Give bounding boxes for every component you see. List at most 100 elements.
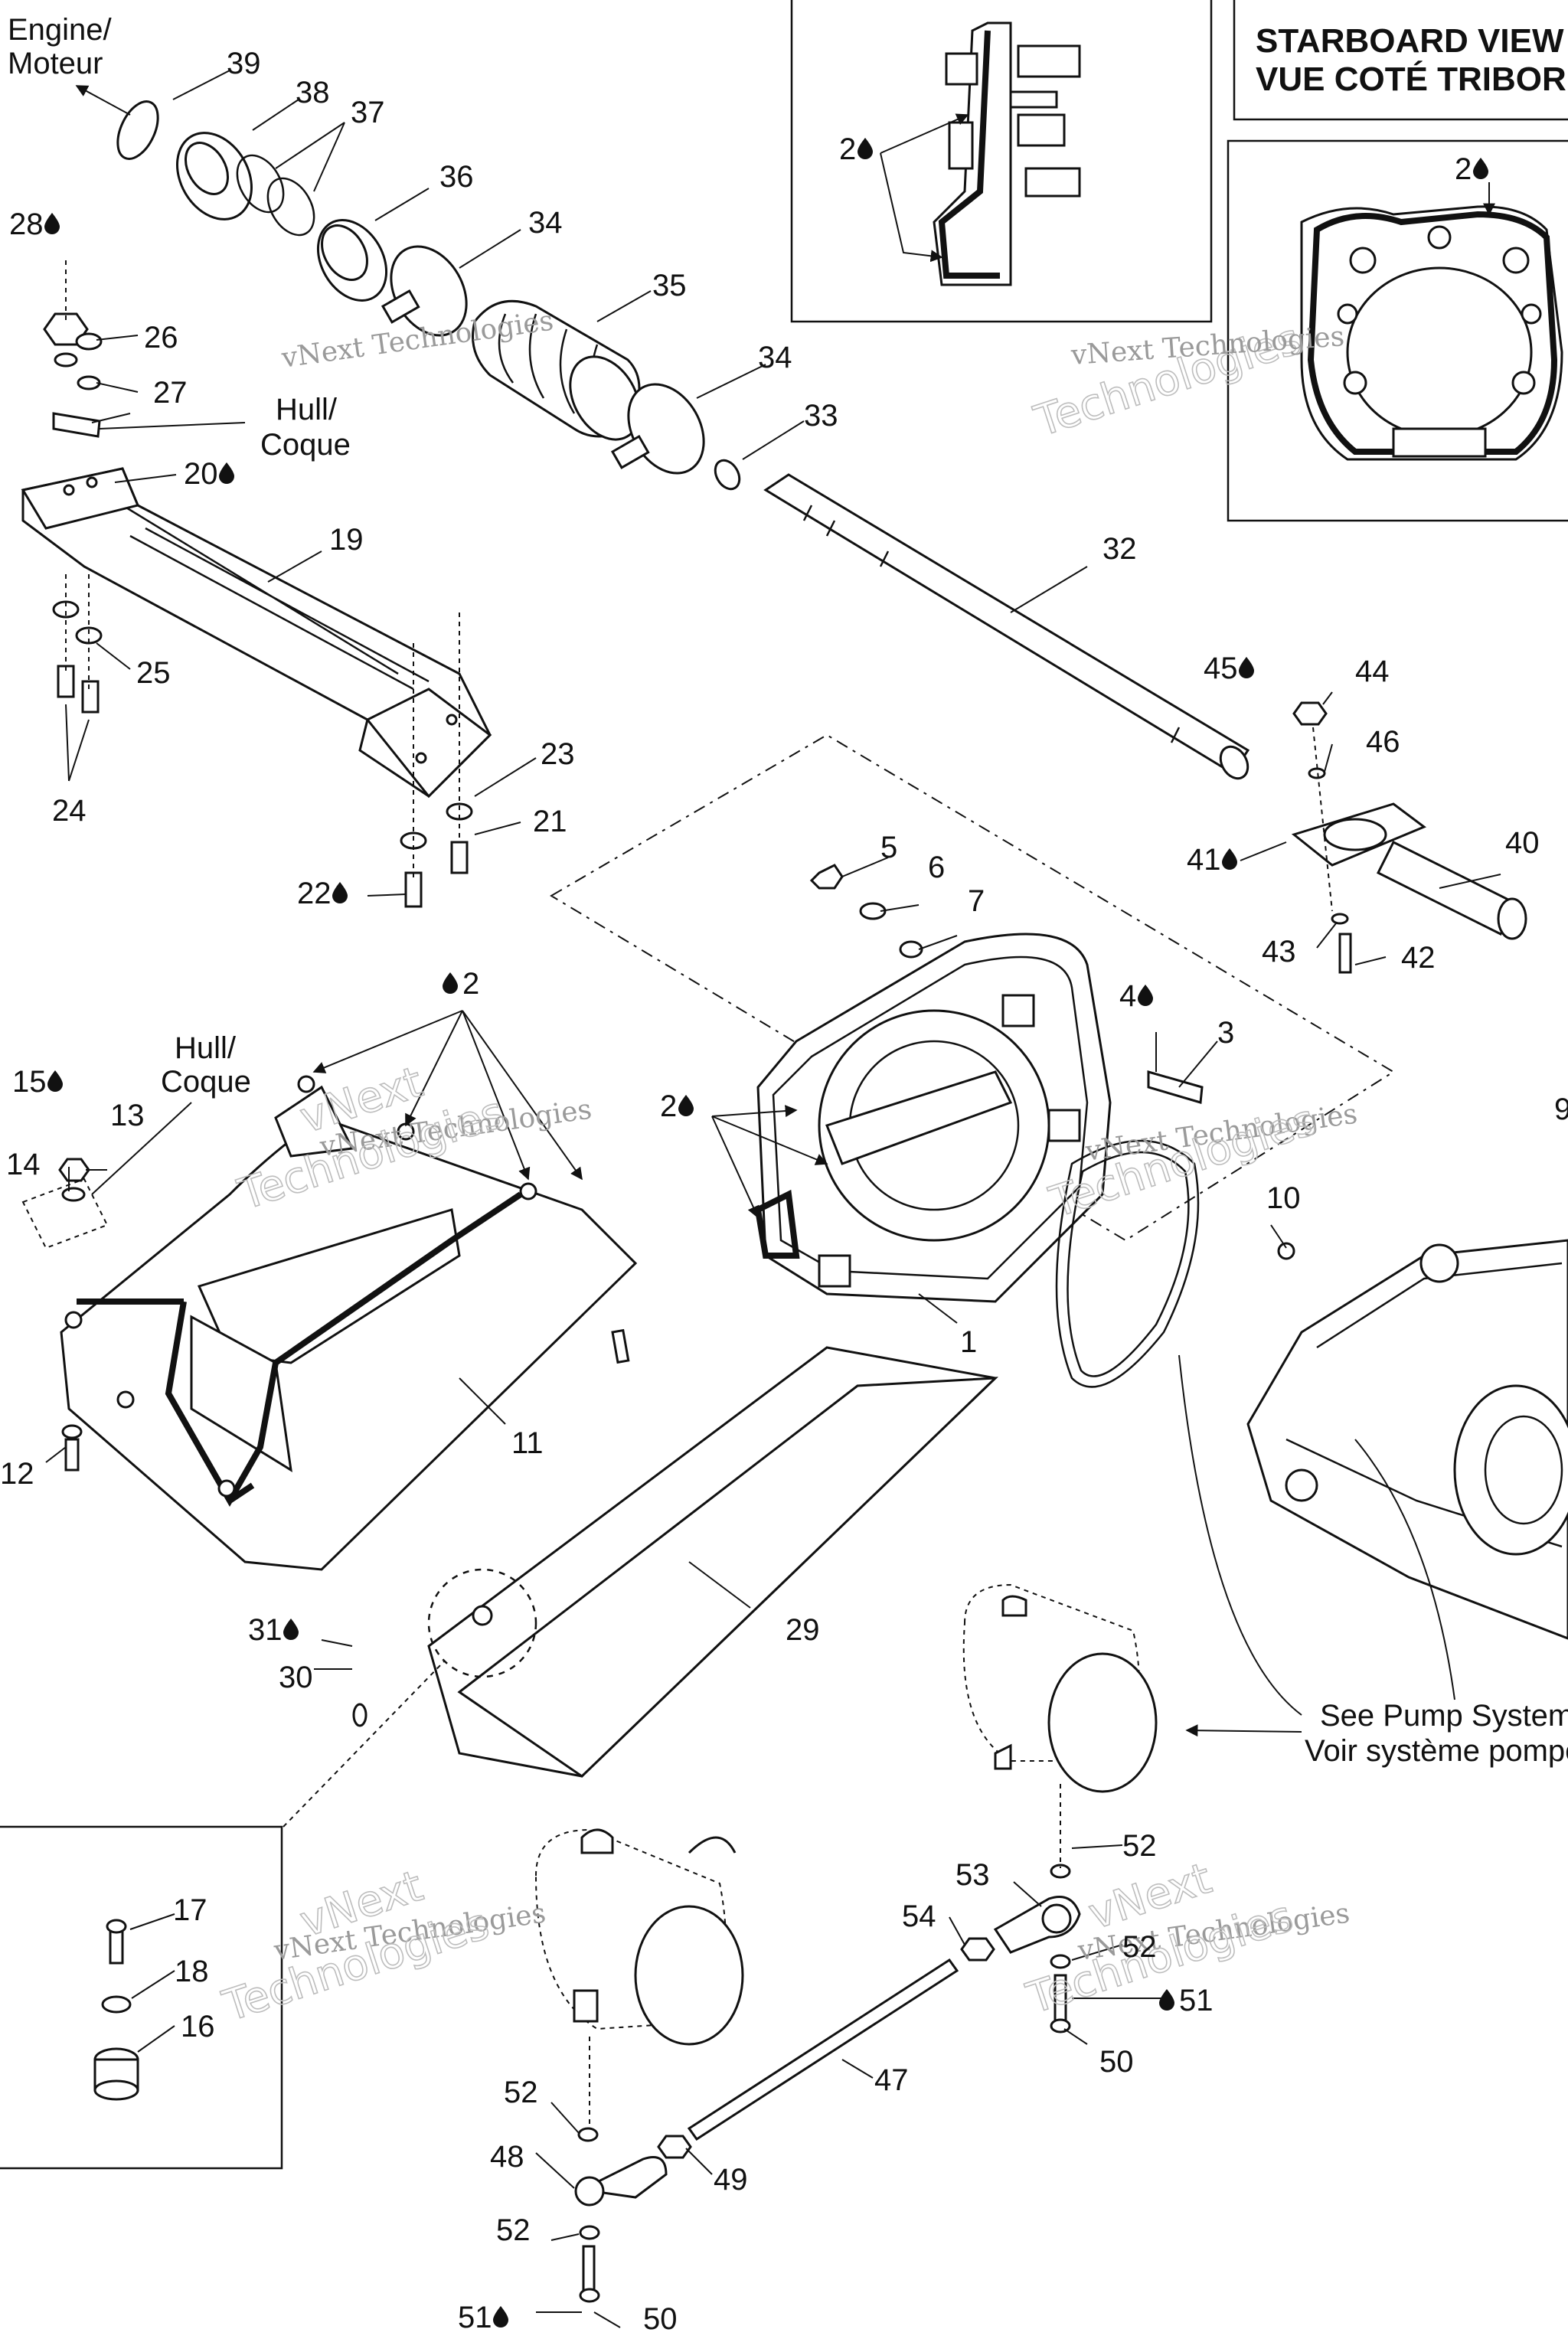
callout-19: 19 — [329, 523, 364, 557]
nozzle-lower — [534, 1828, 744, 2046]
callout-38: 38 — [296, 76, 330, 109]
inset-frame-starboard — [1227, 139, 1568, 522]
callout-50: 50 — [1099, 2045, 1134, 2079]
exploded-view-upper — [116, 100, 1250, 780]
note-hull-left-fr: Coque — [161, 1065, 251, 1099]
callout-20: 20 — [184, 457, 218, 491]
callout-2: 2 — [660, 1089, 677, 1123]
pump-housing — [754, 864, 1204, 1303]
drop-icon — [1159, 1989, 1174, 2011]
drop-icon — [858, 138, 873, 159]
callout-1: 1 — [960, 1325, 977, 1359]
mount-inset — [93, 1919, 139, 2101]
callout-29: 29 — [786, 1613, 820, 1647]
callout-52: 52 — [504, 2076, 538, 2109]
callout-53: 53 — [956, 1858, 990, 1892]
callout-25: 25 — [136, 656, 171, 690]
callout-18: 18 — [175, 1955, 209, 1988]
callout-46: 46 — [1366, 725, 1400, 759]
callout-52: 52 — [496, 2213, 531, 2247]
drop-icon — [493, 2306, 508, 2328]
callout-11: 11 — [511, 1426, 544, 1460]
callout-30: 30 — [279, 1661, 313, 1694]
drop-icon — [219, 462, 234, 484]
intake-grate-assembly — [60, 1075, 638, 1571]
callout-26: 26 — [144, 321, 178, 354]
callout-21: 21 — [533, 805, 567, 838]
jet-pump — [1246, 1239, 1568, 1640]
callout-49: 49 — [714, 2163, 748, 2197]
callout-24: 24 — [52, 794, 87, 828]
leader-lines — [65, 70, 1501, 1324]
callout-40: 40 — [1505, 826, 1540, 860]
callout-54: 54 — [902, 1900, 936, 1933]
callout-5: 5 — [880, 831, 897, 864]
callout-12: 12 — [0, 1457, 34, 1491]
callout-16: 16 — [181, 2010, 215, 2043]
callout-22: 22 — [297, 877, 332, 910]
callout-50: 50 — [643, 2302, 678, 2336]
note-see-pump: See Pump System — [1320, 1699, 1568, 1733]
callout-4: 4 — [1119, 979, 1136, 1013]
callout-48: 48 — [490, 2140, 524, 2174]
drop-icon — [1473, 158, 1488, 179]
callout-14: 14 — [6, 1148, 41, 1181]
callout-2: 2 — [839, 132, 856, 166]
drop-icon — [443, 972, 458, 994]
inset-frame-top-center — [790, 0, 1213, 323]
callout-43: 43 — [1262, 935, 1296, 969]
callout-42: 42 — [1401, 941, 1436, 975]
callout-13: 13 — [110, 1099, 145, 1132]
inset-bracket-drawing — [933, 21, 1081, 286]
callout-39: 39 — [227, 47, 261, 80]
ride-plate — [352, 1346, 998, 1778]
note-hull-left: Hull/ — [175, 1031, 237, 1065]
note-engine-fr: Moteur — [8, 47, 103, 80]
callout-33: 33 — [804, 399, 838, 433]
callout-37: 37 — [351, 96, 385, 129]
callout-51: 51 — [1179, 1984, 1214, 2017]
callout-47: 47 — [874, 2063, 909, 2097]
note-hull-top-fr: Coque — [260, 428, 351, 462]
callout-34: 34 — [758, 341, 792, 374]
callout-36: 36 — [439, 160, 474, 194]
support-bracket — [21, 467, 492, 799]
inset-housing-drawing — [1300, 205, 1563, 461]
inset-title-line1: STARBOARD VIEW — [1256, 22, 1564, 60]
drop-icon — [47, 1070, 63, 1092]
callout-10: 10 — [1266, 1181, 1301, 1215]
callout-45: 45 — [1204, 652, 1238, 685]
callout-52: 52 — [1122, 1829, 1157, 1863]
callout-9: 9 — [1554, 1093, 1568, 1126]
callout-32: 32 — [1102, 532, 1137, 566]
callout-15: 15 — [12, 1065, 47, 1099]
drop-icon — [1239, 657, 1254, 678]
hardware-left — [43, 312, 473, 908]
seal-band — [1055, 1139, 1295, 1388]
inset-frame-bottom-left — [0, 1825, 283, 2170]
note-engine: Engine/ — [8, 13, 113, 47]
drop-icon — [332, 882, 348, 903]
drop-icon — [1222, 848, 1237, 870]
nozzle-upper — [962, 1583, 1158, 1793]
callout-51: 51 — [458, 2301, 492, 2334]
title-box — [1233, 0, 1568, 121]
callout-23: 23 — [541, 737, 575, 771]
callout-28: 28 — [9, 207, 44, 241]
callout-41: 41 — [1187, 843, 1221, 877]
drop-icon — [678, 1095, 694, 1116]
note-see-pump-fr: Voir système pompe — [1305, 1734, 1568, 1768]
callout-27: 27 — [153, 376, 188, 410]
drop-icon — [1138, 985, 1153, 1006]
callout-52: 52 — [1122, 1930, 1157, 1964]
callout-44: 44 — [1355, 655, 1390, 688]
callout-2: 2 — [1455, 152, 1472, 186]
callout-2: 2 — [462, 967, 479, 1001]
callout-17: 17 — [173, 1893, 207, 1927]
callout-labels: 3938373634353433322826272019252423212245… — [0, 47, 1568, 2336]
callout-34: 34 — [528, 206, 563, 240]
steering-rod — [574, 1864, 1081, 2303]
inset-title-line2: VUE COTÉ TRIBORD — [1256, 60, 1568, 98]
callout-7: 7 — [968, 884, 985, 918]
